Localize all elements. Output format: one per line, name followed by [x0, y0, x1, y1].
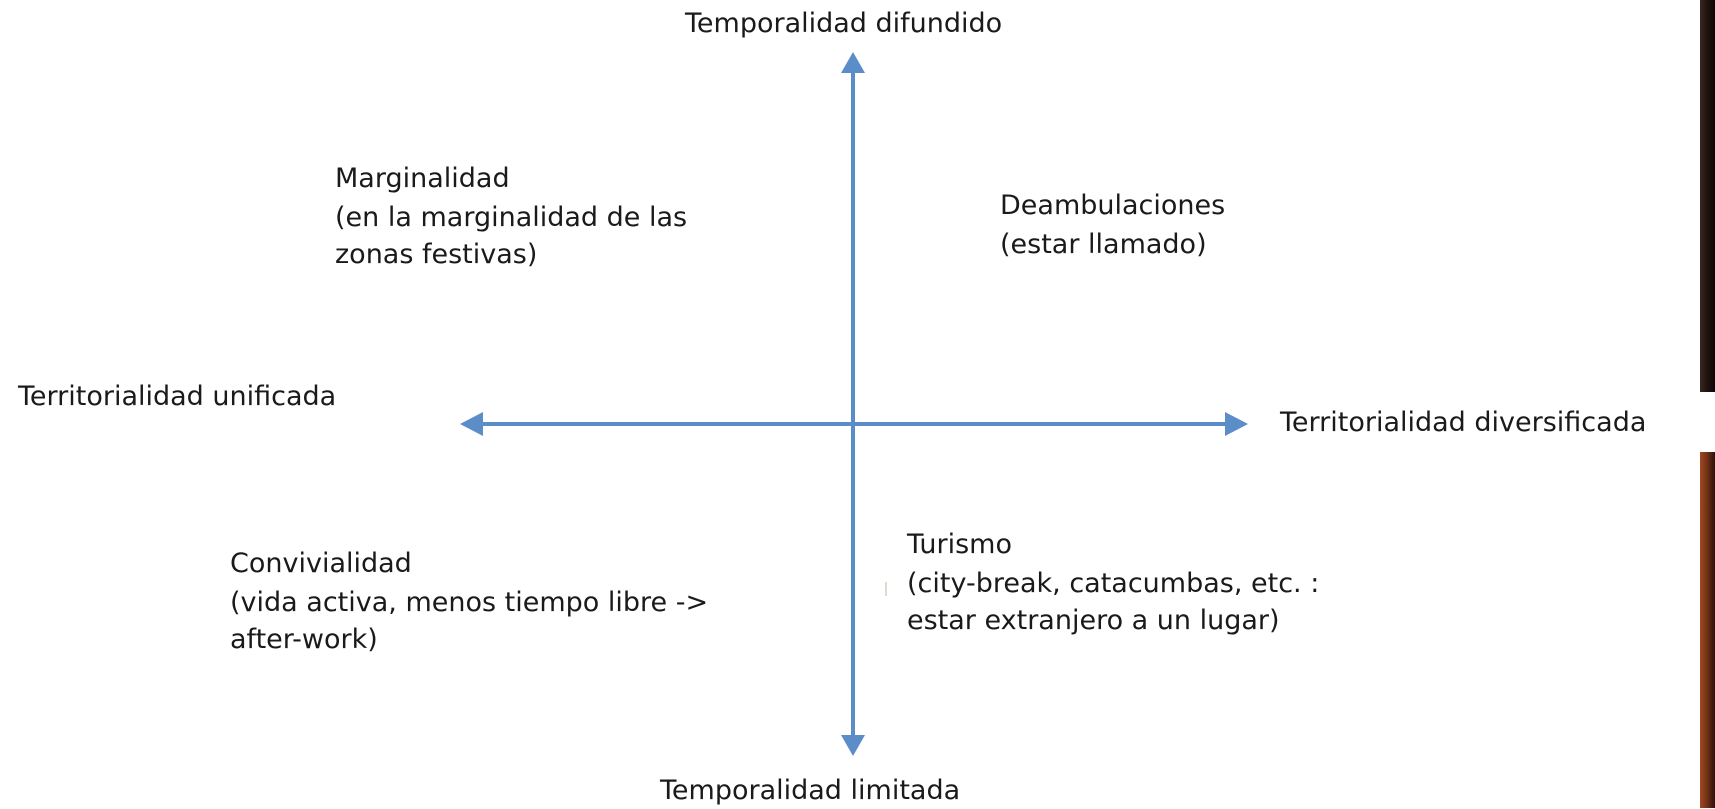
axis-label-top: Temporalidad difundido — [685, 8, 1003, 39]
axis-label-bottom: Temporalidad limitada — [660, 775, 961, 806]
quadrant-description: (en la marginalidad de las zonas festiva… — [335, 202, 688, 270]
arrow-down — [841, 735, 865, 756]
arrow-left — [460, 412, 483, 436]
faint-mark — [885, 582, 887, 596]
quadrant-description: (city-break, catacumbas, etc. : estar ex… — [907, 568, 1320, 636]
axis-label-right: Territorialidad diversificada — [1280, 407, 1647, 438]
background-photo-strip-bottom — [1700, 452, 1715, 808]
quadrant-description: (estar llamado) — [1000, 229, 1207, 260]
arrow-up — [841, 52, 865, 73]
quadrant-title: Convivialidad — [230, 548, 412, 579]
quadrant-description: (vida activa, menos tiempo libre -> afte… — [230, 587, 709, 655]
axis-label-left: Territorialidad unificada — [18, 381, 337, 412]
arrow-right — [1225, 412, 1248, 436]
quadrant-title: Marginalidad — [335, 163, 510, 194]
background-photo-strip-top — [1700, 0, 1715, 392]
quadrant-title: Deambulaciones — [1000, 190, 1226, 221]
quadrant-title: Turismo — [907, 529, 1012, 560]
